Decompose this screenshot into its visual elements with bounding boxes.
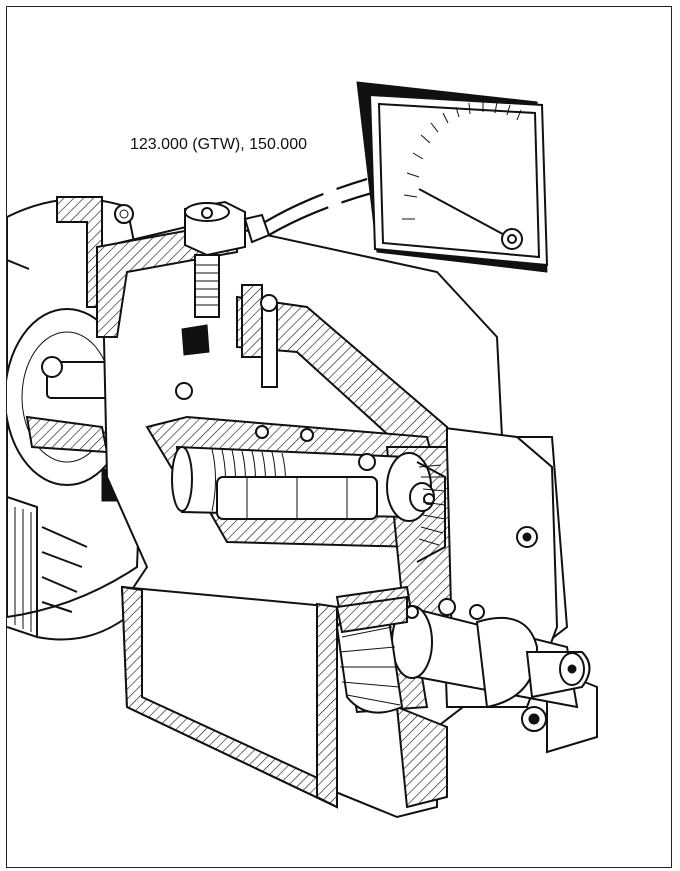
worm-shaft-assembly (171, 382, 446, 563)
analog-meter (356, 81, 549, 273)
figure-frame: 123.000 (GTW), 150.000 (6, 6, 672, 868)
gearbox-cutaway-illustration (7, 81, 598, 819)
output-shaft-assembly (335, 595, 591, 714)
sensor-assembly (181, 200, 278, 388)
part-number-callout: 123.000 (GTW), 150.000 (130, 136, 307, 153)
sensor-cable (264, 175, 373, 236)
